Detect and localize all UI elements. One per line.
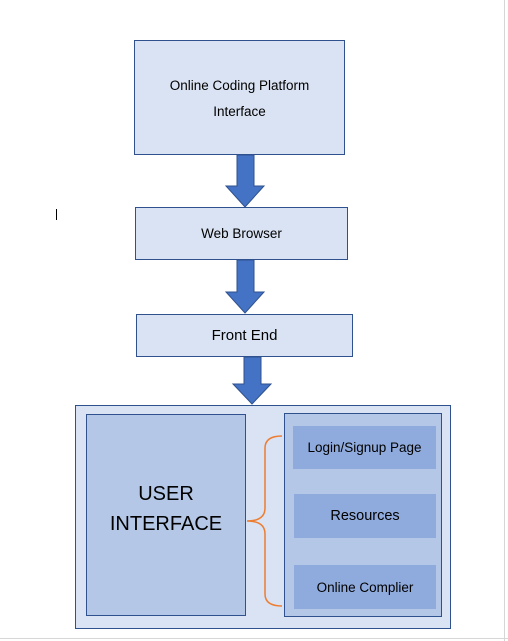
component-online-compiler[interactable]: Online Complier xyxy=(294,565,436,609)
web-browser-label: Web Browser xyxy=(201,226,282,241)
platform-box-line1: Online Coding Platform xyxy=(169,78,310,93)
arrow-browser-to-frontend xyxy=(224,259,266,314)
curly-brace xyxy=(246,435,283,607)
page-edge-right xyxy=(504,0,505,641)
page-edge-bottom xyxy=(0,638,508,639)
user-interface-line1: USER xyxy=(138,483,194,505)
platform-interface-box[interactable]: Online Coding Platform Interface xyxy=(134,40,345,155)
user-interface-block[interactable]: USER INTERFACE xyxy=(86,414,246,616)
front-end-box[interactable]: Front End xyxy=(136,314,353,357)
front-end-label: Front End xyxy=(211,327,278,344)
text-cursor xyxy=(56,209,57,220)
component-resources-label: Resources xyxy=(330,508,400,524)
arrow-frontend-to-ui xyxy=(231,356,273,405)
user-interface-line2: INTERFACE xyxy=(109,513,223,535)
component-login-signup[interactable]: Login/Signup Page xyxy=(293,426,436,469)
component-login-signup-label: Login/Signup Page xyxy=(307,440,422,455)
component-online-compiler-label: Online Complier xyxy=(316,579,414,595)
arrow-platform-to-browser xyxy=(224,154,266,208)
component-resources[interactable]: Resources xyxy=(294,494,436,538)
platform-box-line2: Interface xyxy=(213,104,266,119)
